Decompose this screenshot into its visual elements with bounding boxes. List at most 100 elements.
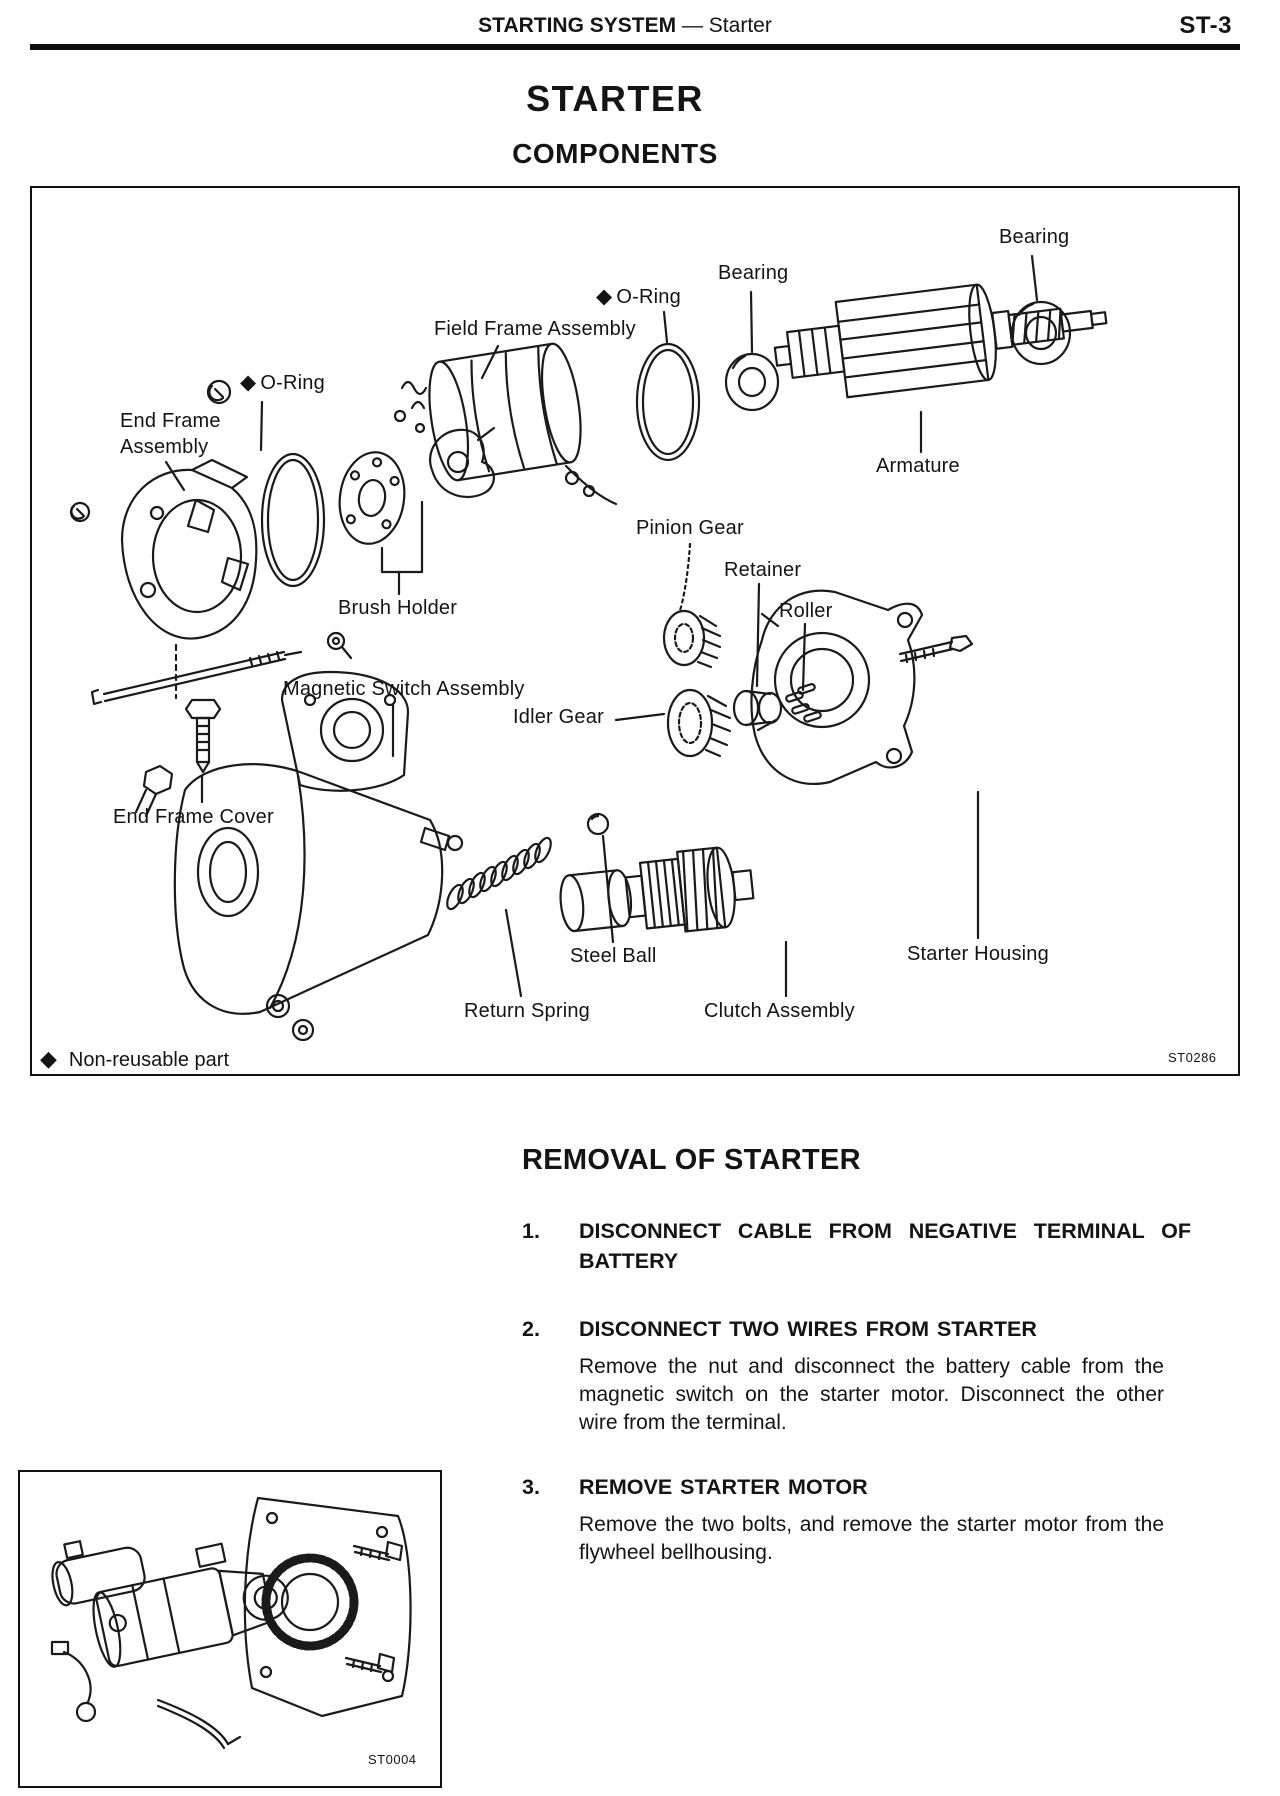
leader-retainer [755, 582, 761, 688]
label-oring-end: ◆O-Ring [240, 370, 325, 395]
return-spring-part [446, 836, 552, 911]
components-heading: COMPONENTS [512, 138, 718, 169]
removal-step-1: 1. DISCONNECT CABLE FROM NEGATIVE TERMIN… [522, 1216, 1191, 1276]
step-title: REMOVE STARTER MOTOR [579, 1475, 868, 1499]
label-roller-text: Roller [779, 600, 833, 622]
idler-gear-part [666, 688, 732, 758]
bearing-top-part [1010, 300, 1072, 366]
brush-holder-bracket [380, 500, 424, 596]
label-clutch-assembly: Clutch Assembly [704, 1000, 855, 1023]
clutch-part [559, 846, 755, 933]
label-end-frame-cover: End Frame Cover [113, 806, 274, 829]
housing-bolt-part [898, 634, 974, 664]
label-brush-holder: Brush Holder [338, 597, 457, 620]
step-number: 3. [522, 1475, 540, 1499]
washer-part [326, 631, 353, 660]
oring-field-part [635, 342, 701, 462]
page-number: ST-3 [1179, 12, 1232, 39]
oring-end-part [260, 452, 326, 588]
terminal-part [429, 426, 496, 499]
leader-roller [801, 622, 807, 692]
label-clutch-assembly-text: Clutch Assembly [704, 1000, 855, 1022]
field-frame-part [393, 342, 618, 506]
label-magnetic-switch-text: Magnetic Switch Assembly [283, 678, 525, 700]
label-field-frame: Field Frame Assembly [434, 318, 636, 341]
label-starter-housing: Starter Housing [907, 943, 1049, 966]
label-steel-ball: Steel Ball [570, 945, 657, 968]
step-title: DISCONNECT TWO WIRES FROM STARTER [579, 1317, 1037, 1341]
step-text: Remove the nut and disconnect the batter… [579, 1355, 1164, 1434]
label-bearing-top: Bearing [999, 226, 1069, 249]
label-field-frame-text: Field Frame Assembly [434, 318, 636, 340]
armature-part [773, 283, 1108, 399]
legend-text: Non-reusable part [68, 1049, 230, 1071]
label-steel-ball-text: Steel Ball [570, 945, 657, 967]
leader-oring-end [259, 400, 264, 452]
brush-holder-part [338, 451, 406, 545]
leader-return-spring [504, 908, 523, 998]
magnetic-switch-part [134, 670, 464, 1042]
label-brush-holder-text: Brush Holder [338, 597, 458, 619]
figure2-artwork [50, 1496, 412, 1750]
non-reusable-diamond: ◆ [40, 1046, 57, 1071]
through-bolt-part [90, 650, 303, 706]
bearing-mid-part [724, 352, 780, 412]
roller-part [785, 683, 822, 723]
label-armature: Armature [876, 455, 960, 478]
removal-figure-box [18, 1470, 442, 1788]
label-retainer: Retainer [724, 559, 801, 582]
label-oring-end-text: O-Ring [260, 372, 325, 394]
step-number: 2. [522, 1317, 540, 1341]
leader-bearing-mid [749, 290, 754, 354]
label-end-frame-cover-text: End Frame Cover [113, 806, 274, 828]
removal-step-2: 2. DISCONNECT TWO WIRES FROM STARTER Rem… [522, 1314, 1191, 1437]
label-starter-housing-text: Starter Housing [907, 943, 1049, 965]
label-oring-field: ◆O-Ring [596, 284, 681, 309]
header-rule [30, 44, 1240, 50]
header-subsection: Starter [708, 14, 772, 37]
figure-legend: ◆ Non-reusable part [40, 1046, 229, 1072]
non-reusable-diamond: ◆ [240, 371, 257, 394]
removal-heading: REMOVAL OF STARTER [522, 1144, 861, 1176]
label-roller: Roller [779, 600, 832, 623]
pinion-gear-part [662, 609, 722, 669]
label-armature-text: Armature [876, 455, 960, 477]
label-bearing-top-text: Bearing [999, 226, 1070, 248]
label-idler-gear: Idler Gear [513, 706, 604, 729]
label-pinion-gear: Pinion Gear [636, 517, 744, 540]
screw-small-left [69, 501, 91, 523]
leader-field-frame [480, 344, 500, 380]
figure1-code: ST0286 [1168, 1050, 1217, 1065]
end-frame-cover-part [184, 698, 222, 774]
label-end-frame-line1: End Frame [120, 410, 221, 432]
page-title: STARTER [526, 78, 704, 119]
leader-oring-field [662, 310, 669, 344]
label-end-frame: End Frame Assembly [120, 408, 221, 460]
label-magnetic-switch: Magnetic Switch Assembly [283, 678, 525, 701]
label-retainer-text: Retainer [724, 559, 802, 581]
starter-housing-part [750, 589, 924, 785]
step-number: 1. [522, 1219, 540, 1243]
label-end-frame-line2: Assembly [120, 436, 209, 458]
screw-small-oring [206, 379, 232, 405]
leader-idler [614, 712, 666, 722]
removal-step-3: 3. REMOVE STARTER MOTOR Remove the two b… [522, 1472, 1191, 1567]
label-idler-gear-text: Idler Gear [513, 706, 604, 728]
retainer-part [732, 689, 783, 727]
leader-bearing-top [1030, 254, 1039, 302]
header-section: STARTING SYSTEM [478, 14, 677, 37]
label-pinion-gear-text: Pinion Gear [636, 517, 744, 539]
label-oring-field-text: O-Ring [616, 286, 681, 308]
page-header: STARTING SYSTEM — Starter [478, 14, 772, 38]
non-reusable-diamond: ◆ [596, 285, 613, 308]
leader-end-frame [164, 460, 186, 492]
end-frame-part [120, 458, 258, 700]
components-figure-box [30, 186, 1240, 1076]
label-bearing-mid-text: Bearing [718, 262, 789, 284]
leader-pinion [678, 542, 692, 612]
label-return-spring-text: Return Spring [464, 1000, 590, 1022]
label-return-spring: Return Spring [464, 1000, 590, 1023]
steel-ball-part [586, 812, 610, 836]
